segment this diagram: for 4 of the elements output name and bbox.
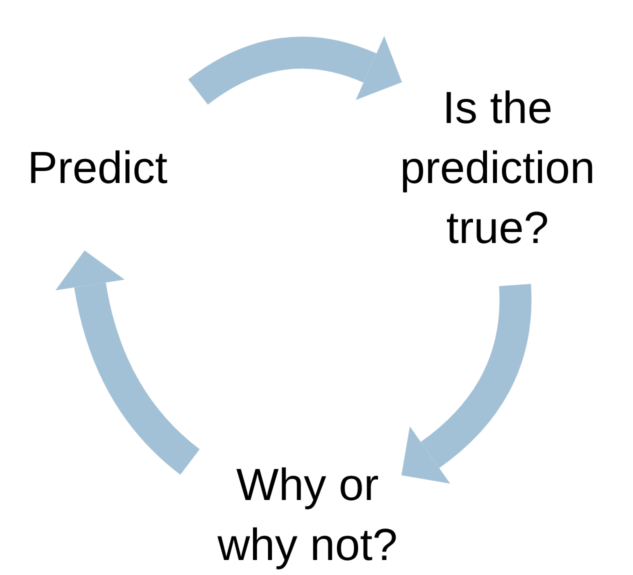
step-label: Is the prediction true? <box>398 80 596 254</box>
step-label: Why or why not? <box>216 458 399 572</box>
curved-arrow <box>56 250 200 474</box>
step-label: Predict <box>27 140 168 194</box>
